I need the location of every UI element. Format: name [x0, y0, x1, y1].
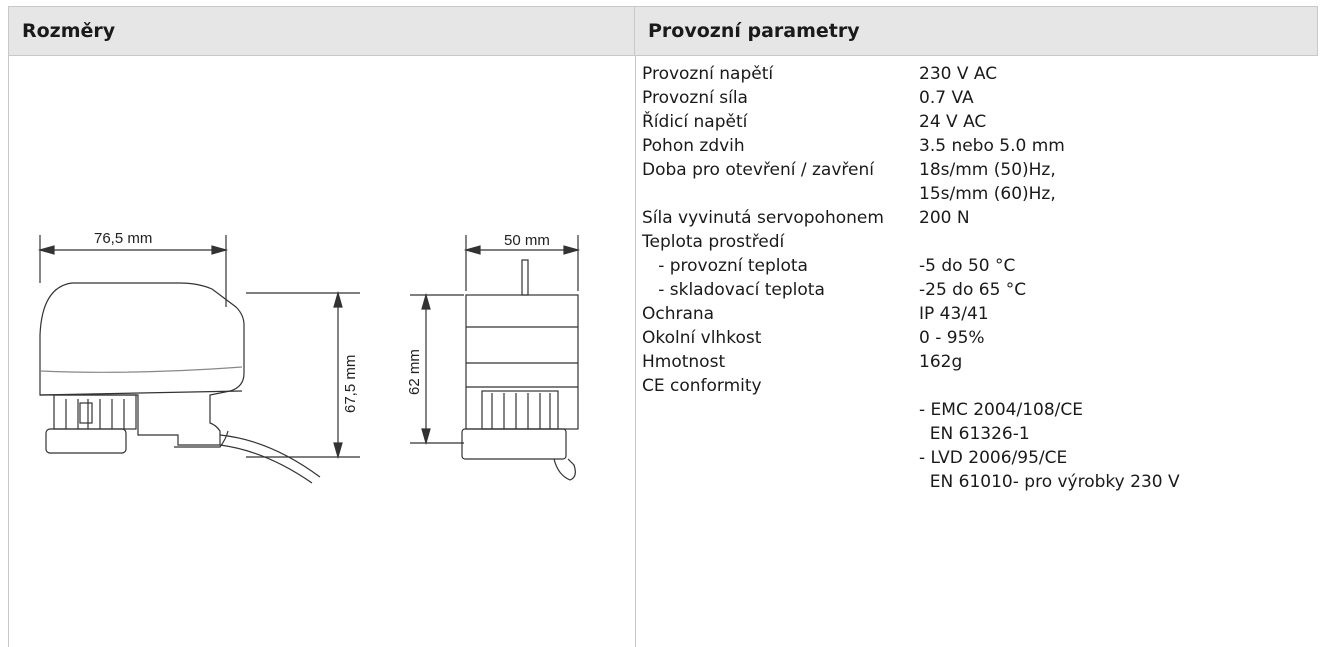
parameter-label: - provozní teplota	[642, 256, 808, 276]
parameter-row: Teplota prostředí	[642, 230, 1312, 254]
dim-height-side: 67,5 mm	[342, 355, 359, 413]
parameter-value: - EMC 2004/108/CE	[919, 400, 1083, 420]
parameter-label: Teplota prostředí	[642, 232, 785, 252]
parameter-label: Ochrana	[642, 304, 715, 324]
parameter-value: 200 N	[919, 208, 970, 228]
parameter-row: CE conformity	[642, 374, 1312, 398]
parameter-row: Hmotnost 162g	[642, 350, 1312, 374]
dim-width-front: 50 mm	[504, 232, 550, 249]
parameter-value: 0.7 VA	[919, 88, 974, 108]
parameter-row: Ochrana IP 43/41	[642, 302, 1312, 326]
parameter-label: Provozní napětí	[642, 64, 774, 84]
parameter-row: - EMC 2004/108/CE	[642, 398, 1312, 422]
parameter-row: 15s/mm (60)Hz,	[642, 182, 1312, 206]
parameter-row: Provozní síla 0.7 VA	[642, 86, 1312, 110]
parameter-row: Pohon zdvih 3.5 nebo 5.0 mm	[642, 134, 1312, 158]
parameter-value: 18s/mm (50)Hz,	[919, 160, 1056, 180]
dimensions-header: Rozměry	[8, 6, 635, 56]
parameters-list: Provozní napětí 230 V AC Provozní síla 0.7 …	[642, 62, 1312, 494]
parameter-row: Řídicí napětí 24 V AC	[642, 110, 1312, 134]
parameter-row: - LVD 2006/95/CE	[642, 446, 1312, 470]
dimensions-title: Rozměry	[22, 20, 116, 42]
parameter-value: EN 61326-1	[919, 424, 1030, 444]
parameter-label: Doba pro otevření / zavření	[642, 160, 874, 180]
parameter-label: Síla vyvinutá servopohonem	[642, 208, 884, 228]
dim-height-front: 62 mm	[406, 349, 423, 395]
parameter-value: 0 - 95%	[919, 328, 985, 348]
column-divider	[635, 56, 636, 647]
parameter-row: Okolní vlhkost 0 - 95%	[642, 326, 1312, 350]
parameter-value: 3.5 nebo 5.0 mm	[919, 136, 1065, 156]
parameter-row: Provozní napětí 230 V AC	[642, 62, 1312, 86]
table-left-border	[8, 56, 9, 647]
parameter-label: Pohon zdvih	[642, 136, 745, 156]
parameter-value: 162g	[919, 352, 963, 372]
parameter-row: EN 61326-1	[642, 422, 1312, 446]
parameter-row: Doba pro otevření / zavření 18s/mm (50)Hz…	[642, 158, 1312, 182]
parameter-row: - provozní teplota -5 do 50 °C	[642, 254, 1312, 278]
side-view	[37, 235, 360, 484]
parameter-row: EN 61010- pro výrobky 230 V	[642, 470, 1312, 494]
parameters-header: Provozní parametry	[635, 6, 1318, 56]
parameter-label: - skladovací teplota	[642, 280, 825, 300]
spec-table: Rozměry Provozní parametry	[8, 6, 1318, 647]
actuator-dimension-drawing: 76,5 mm 67,5 mm 50 mm 62 mm	[37, 230, 581, 484]
parameter-value: 24 V AC	[919, 112, 987, 132]
parameter-value: -5 do 50 °C	[919, 256, 1016, 276]
parameter-label: Hmotnost	[642, 352, 726, 372]
parameter-value: IP 43/41	[919, 304, 989, 324]
parameter-label: CE conformity	[642, 376, 762, 396]
parameters-title: Provozní parametry	[648, 20, 860, 42]
parameter-value: 230 V AC	[919, 64, 998, 84]
parameter-label: Okolní vlhkost	[642, 328, 762, 348]
parameter-value: -25 do 65 °C	[919, 280, 1027, 300]
parameter-row: - skladovací teplota -25 do 65 °C	[642, 278, 1312, 302]
parameter-value: 15s/mm (60)Hz,	[919, 184, 1056, 204]
parameter-value: EN 61010- pro výrobky 230 V	[919, 472, 1180, 492]
dim-width-side: 76,5 mm	[94, 230, 152, 247]
front-view	[410, 235, 581, 481]
parameter-label: Řídicí napětí	[642, 112, 748, 132]
parameter-value: - LVD 2006/95/CE	[919, 448, 1068, 468]
parameter-row: Síla vyvinutá servopohonem 200 N	[642, 206, 1312, 230]
parameter-label: Provozní síla	[642, 88, 748, 108]
